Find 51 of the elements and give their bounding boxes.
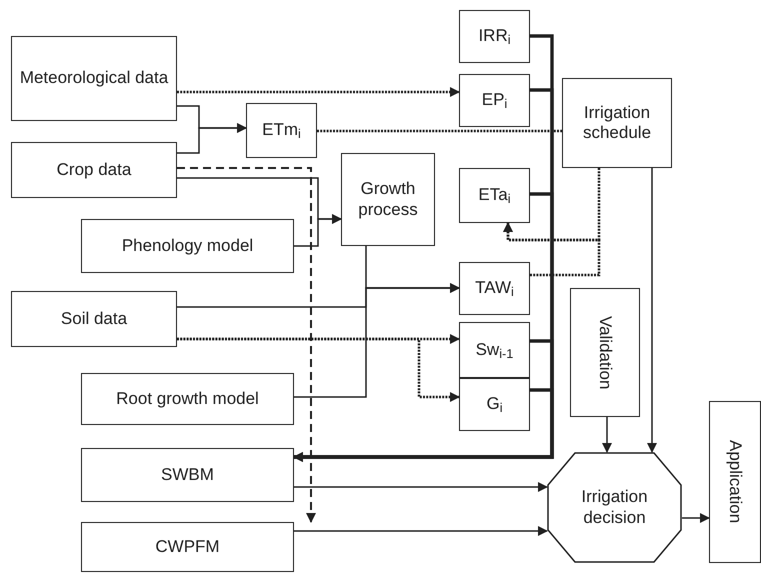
process-box (246, 103, 317, 158)
process-box (81, 522, 294, 572)
node-label: EP$_{i}$ (480, 90, 508, 111)
arrow (177, 167, 316, 523)
arrow (177, 87, 460, 97)
arrow (294, 526, 548, 536)
node-label: Validation (595, 314, 616, 392)
node-label: Growth process (357, 179, 419, 220)
process-box (81, 219, 294, 273)
node-label: Soil data (60, 308, 128, 330)
node-label: IRR$_{i}$ (477, 26, 512, 47)
arrow (503, 222, 600, 276)
process-box (11, 36, 177, 121)
node-label: ETa$_{i}$ (477, 185, 512, 206)
arrow (682, 513, 710, 523)
process-box (459, 262, 530, 315)
arrow (294, 283, 460, 398)
node-label: TAW$_{i}$ (474, 278, 515, 299)
node-label: ETm$_{i}$ (261, 120, 302, 141)
node-label: G$_{i}$ (485, 394, 504, 415)
process-box (459, 322, 530, 378)
node-label: Irrigation decision (580, 487, 649, 528)
process-box (459, 74, 530, 127)
node-label: Irrigation schedule (582, 102, 652, 144)
arrow (177, 123, 247, 154)
process-box (562, 78, 672, 168)
arrow (602, 417, 612, 453)
arrow (293, 388, 554, 462)
arrow (294, 482, 548, 492)
process-box (570, 288, 640, 417)
process-box (459, 378, 530, 431)
node-label: Application (725, 439, 746, 526)
node-label: Phenology model (120, 236, 254, 256)
arrow (294, 214, 342, 247)
process-box (459, 10, 530, 63)
process-box (11, 142, 177, 198)
node-label: SWBM (160, 464, 215, 486)
node-label: CWPFM (154, 536, 221, 558)
decision-octagon (547, 452, 682, 563)
process-box (81, 448, 294, 502)
node-label: Meteorological data (18, 68, 170, 89)
node-label: Crop data (56, 160, 132, 180)
arrow (177, 338, 460, 402)
process-box (341, 153, 435, 246)
process-box (81, 373, 294, 425)
process-box (11, 291, 177, 347)
node-label: Root growth model (115, 388, 260, 410)
process-box (709, 401, 761, 563)
node-label: Sw$_{i-1}$ (474, 340, 514, 360)
arrow (647, 168, 657, 453)
process-box (459, 168, 530, 223)
